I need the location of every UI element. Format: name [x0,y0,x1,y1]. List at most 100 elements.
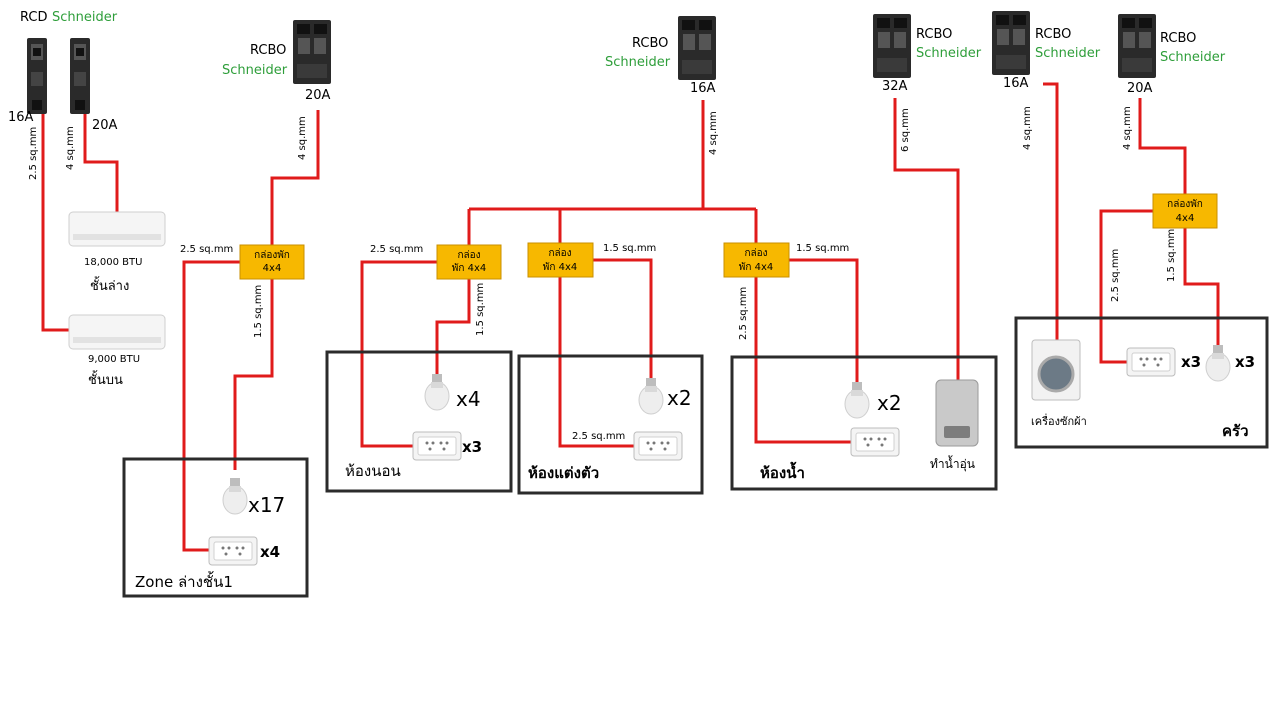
aircon-18000-floor: ชั้นล่าง [90,276,129,294]
rcd-brand: Schneider [52,10,118,25]
bedroom-lamp-icon [424,373,450,411]
kitchen-devices: เครื่องซักผ้า x3 x3 ครัว [1031,339,1255,440]
bedroom-devices: x4 x3 ห้องนอน [345,373,482,480]
bedroom-name: ห้องนอน [345,462,401,480]
kitchen-outlet-count: x3 [1181,353,1201,371]
rcbo2-rating: 16A [690,81,716,96]
kitchen-box [1014,316,1269,449]
bathroom-devices: x2 ทำน้ำอุ่น ห้องน้ำ [760,379,979,482]
bedroom-outlet-icon [412,431,462,461]
wire-label-zone1-outlet: 2.5 sq.mm [180,244,233,255]
rcbo3-brand: Schneider [916,46,982,61]
rcbo1-breaker [293,20,331,84]
junction-box-zone1-label: กล่องพัก [254,250,290,261]
bathroom-lamp-count: x2 [877,391,902,415]
dressing-name: ห้องแต่งตัว [528,464,599,482]
kitchen-outlet-icon [1126,347,1176,377]
air-conditioners: 18,000 BTU ชั้นล่าง 9,000 BTU ชั้นบน [68,211,166,388]
bedroom-outlet-count: x3 [462,438,482,456]
rcbo1-label: RCBO [250,43,286,58]
wire-label-kitchen-outlet: 2.5 sq.mm [1110,249,1121,302]
wire-label-ac1: 2.5 sq.mm [28,127,39,180]
wire-labels: 2.5 sq.mm 4 sq.mm 4 sq.mm 2.5 sq.mm 1.5 … [28,106,1177,442]
junction-box-zone1 [239,244,305,280]
kitchen-lamp-icon [1205,344,1231,382]
wire-label-heater: 6 sq.mm [900,108,911,152]
dressing-lamp-icon [638,377,664,415]
rcbo5-breaker [1118,14,1156,78]
wire-label-bath-lamp: 1.5 sq.mm [796,243,849,254]
wire-label-bedroom-outlet: 2.5 sq.mm [370,244,423,255]
bathroom-outlet-icon [850,427,900,457]
rcbo2-label: RCBO [632,36,668,51]
dressing-devices: x2 ห้องแต่งตัว [528,377,692,482]
dressing-room-box [517,354,704,495]
junction-box-dressing-label: กล่อง [548,248,571,259]
washing-machine-label: เครื่องซักผ้า [1031,413,1087,428]
rcbo4-brand: Schneider [1035,46,1101,61]
wire-label-rcbo5: 4 sq.mm [1122,106,1133,150]
junction-box-bathroom-size: พัก 4x4 [739,262,773,273]
wire-label-bedroom-lamp: 1.5 sq.mm [475,283,486,336]
rcbo4-rating: 16A [1003,76,1029,91]
junction-box-kitchen-size: 4x4 [1176,213,1195,224]
water-heater-label: ทำน้ำอุ่น [930,455,975,472]
zone1-lamp-count: x17 [248,493,285,517]
rcbo3-rating: 32A [882,79,908,94]
wire-label-rcbo2: 4 sq.mm [708,111,719,155]
aircon-9000-floor: ชั้นบน [88,370,123,388]
breakers: RCD Schneider 16A 20A RCBO Schneider 20A… [8,10,1226,133]
rcd-label: RCD [20,10,47,25]
zone1-outlet-icon [208,536,258,566]
bedroom-box [325,350,513,493]
bathroom-lamp-icon [844,381,870,419]
junction-box-bathroom-label: กล่อง [744,248,767,259]
wire-label-washer: 4 sq.mm [1022,106,1033,150]
rcbo4-label: RCBO [1035,27,1071,42]
wire-label-ac2: 4 sq.mm [65,126,76,170]
zone1-lamp-icon [222,477,248,515]
junction-box-bedroom-label: กล่อง [457,250,480,261]
rcbo4-breaker [992,11,1030,75]
zone1-devices: x17 x4 Zone ล่างชั้น1 [135,477,285,591]
rcbo1-rating: 20A [305,88,331,103]
kitchen-lamp-count: x3 [1235,353,1255,371]
rcd-breaker-20a [70,38,90,114]
rcd-b-rating: 20A [92,118,118,133]
junction-box-dressing-size: พัก 4x4 [543,262,577,273]
junction-boxes: กล่องพัก 4x4 กล่อง พัก 4x4 กล่อง พัก 4x4… [239,193,1218,280]
zones [122,316,1269,598]
zone1-name: Zone ล่างชั้น1 [135,571,233,591]
junction-box-dressing [527,242,594,278]
wires [41,82,1220,552]
junction-box-kitchen [1152,193,1218,229]
aircon-18000-icon [68,211,166,247]
dressing-lamp-count: x2 [667,386,692,410]
wire-label-zone1-lamp: 1.5 sq.mm [253,285,264,338]
wire-label-bath-outlet: 2.5 sq.mm [738,287,749,340]
rcd-a-rating: 16A [8,110,34,125]
dressing-outlet-icon [633,431,683,461]
kitchen-name: ครัว [1222,422,1249,440]
junction-box-zone1-size: 4x4 [263,263,282,274]
rcbo5-label: RCBO [1160,31,1196,46]
wire-label-dressing-outlet: 2.5 sq.mm [572,431,625,442]
rcbo3-label: RCBO [916,27,952,42]
wire-label-kitchen-lamp: 1.5 sq.mm [1166,229,1177,282]
bathroom-box [730,355,998,491]
rcd-breaker-16a [27,38,47,114]
bedroom-lamp-count: x4 [456,387,481,411]
wire-label-rcbo1: 4 sq.mm [297,116,308,160]
aircon-9000-btu: 9,000 BTU [88,354,140,365]
rcbo2-breaker [678,16,716,80]
junction-box-bathroom [723,242,790,278]
rcbo3-breaker [873,14,911,78]
junction-box-bedroom-size: พัก 4x4 [452,263,486,274]
junction-box-bedroom [436,244,502,280]
aircon-18000-btu: 18,000 BTU [84,257,142,268]
rcbo5-brand: Schneider [1160,50,1226,65]
rcbo5-rating: 20A [1127,81,1153,96]
bathroom-name: ห้องน้ำ [760,461,805,482]
junction-box-kitchen-label: กล่องพัก [1167,199,1203,210]
